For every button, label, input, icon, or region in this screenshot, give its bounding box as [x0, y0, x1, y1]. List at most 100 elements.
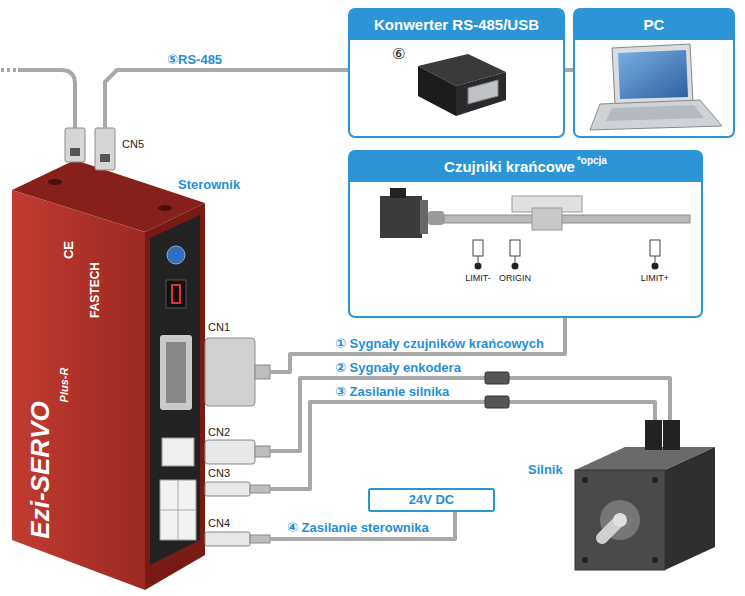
servo-driver [48, 179, 62, 185]
motor-unit: Silnik [520, 420, 725, 580]
servo-motor [582, 557, 588, 563]
usb-converter [468, 80, 498, 104]
cable-label: ④ Zasilanie sterownika [285, 520, 431, 535]
cable-label: ① Sygnały czujników krańcowych [333, 336, 546, 351]
limit-sensor-rig [390, 188, 406, 198]
limit-sensor-rig [650, 240, 660, 256]
mark-text: CE [61, 241, 76, 259]
cable-connector [270, 512, 455, 539]
limit-sensor-rig [512, 263, 519, 270]
limit-sensor-rig [473, 240, 483, 256]
servo-driver [172, 285, 180, 303]
limit-sensor-rig [532, 208, 562, 230]
signal-name: LIMIT+ [641, 273, 669, 283]
servo-driver [162, 438, 194, 466]
cable-connector [105, 70, 348, 128]
servo-driver [158, 205, 172, 211]
laptop [612, 44, 693, 104]
servo-driver [160, 480, 196, 540]
panel-header: Czujniki krańcowe*opcja [350, 152, 701, 182]
servo-motor [582, 477, 588, 483]
daisy-chain-cable [18, 70, 75, 128]
cable-plug [205, 440, 255, 464]
connector-name: CN3 [208, 467, 230, 480]
power-box: 24V DC [368, 488, 495, 512]
usb-converter [418, 54, 506, 116]
laptop [606, 105, 704, 121]
connector-name: CN4 [208, 517, 230, 530]
brand-text: FASTECH [88, 262, 102, 318]
limit-sensor-rig [478, 256, 655, 262]
cable-connector [565, 68, 573, 72]
node-title: Czujniki krańcowe [444, 158, 575, 176]
cable-plug [95, 128, 115, 170]
connector-name: CN5 [122, 138, 144, 151]
cable-plug [100, 154, 110, 162]
note-text: *opcja [577, 155, 607, 167]
cable-plug [250, 535, 270, 543]
node-title: PC [644, 16, 665, 34]
servo-driver [166, 280, 186, 308]
servo-driver [12, 160, 205, 590]
cable-plug [205, 338, 255, 406]
cable-plug [255, 365, 270, 379]
laptop [618, 50, 688, 99]
sensor-panel: Czujniki krańcowe*opcja [348, 150, 703, 318]
node-title: 24V DC [409, 492, 455, 508]
daisy-chain-cable [0, 68, 16, 72]
panel-header: PC [575, 10, 733, 40]
servo-motor [600, 500, 640, 540]
cable-plug [205, 482, 250, 496]
device-panel: Konwerter RS-485/USB [348, 8, 565, 138]
servo-motor [663, 420, 680, 450]
cable-label: ③ Zasilanie silnika [333, 384, 451, 399]
cable-plug [65, 128, 85, 162]
servo-driver [160, 335, 192, 410]
servo-driver [167, 246, 185, 264]
servo-motor [652, 477, 658, 483]
cable-label: ② Sygnały enkodera [333, 360, 463, 375]
servo-driver [166, 342, 186, 403]
connector-group [105, 70, 670, 539]
servo-driver [150, 215, 200, 565]
servo-driver [145, 203, 205, 590]
cable-junction [485, 372, 509, 408]
limit-sensor-rig [428, 211, 444, 225]
servo-motor [575, 470, 665, 570]
servo-driver [160, 480, 196, 540]
connector-name: CN1 [208, 321, 230, 334]
cable-label: ⑤RS-485 [165, 52, 224, 67]
node-title: Konwerter RS-485/USB [374, 16, 539, 34]
limit-sensor-rig [444, 215, 690, 223]
laptop [590, 100, 722, 130]
product-name: Ezi-SERVO [25, 401, 55, 538]
cable-connector [270, 378, 670, 451]
cable-plug [70, 148, 80, 156]
node-title: Silnik [528, 462, 563, 477]
limit-sensor-rig [510, 240, 520, 256]
servo-motor [652, 557, 658, 563]
cable-connector [270, 402, 655, 489]
servo-motor [665, 447, 715, 570]
limit-sensor-rig [475, 263, 482, 270]
device-panel: PC [573, 8, 735, 138]
servo-motor [575, 420, 715, 570]
laptop [590, 44, 722, 130]
cable-plug [205, 532, 250, 546]
cable-plug [250, 485, 270, 493]
servo-motor [645, 420, 662, 450]
panel-header: Konwerter RS-485/USB [350, 10, 563, 40]
servo-driver [12, 190, 145, 590]
limit-sensor-rig [380, 188, 690, 270]
cable-plug [65, 128, 270, 546]
node-title: Sterownik [178, 177, 240, 192]
usb-converter [456, 72, 506, 116]
servo-motor [613, 513, 627, 527]
limit-sensor-rig [652, 263, 659, 270]
signal-name: ORIGIN [499, 273, 531, 283]
product-variant: Plus-R [58, 368, 71, 403]
limit-sensor-rig [420, 200, 428, 234]
daisy-chain-cable [0, 70, 75, 128]
connector-name: CN2 [208, 426, 230, 439]
